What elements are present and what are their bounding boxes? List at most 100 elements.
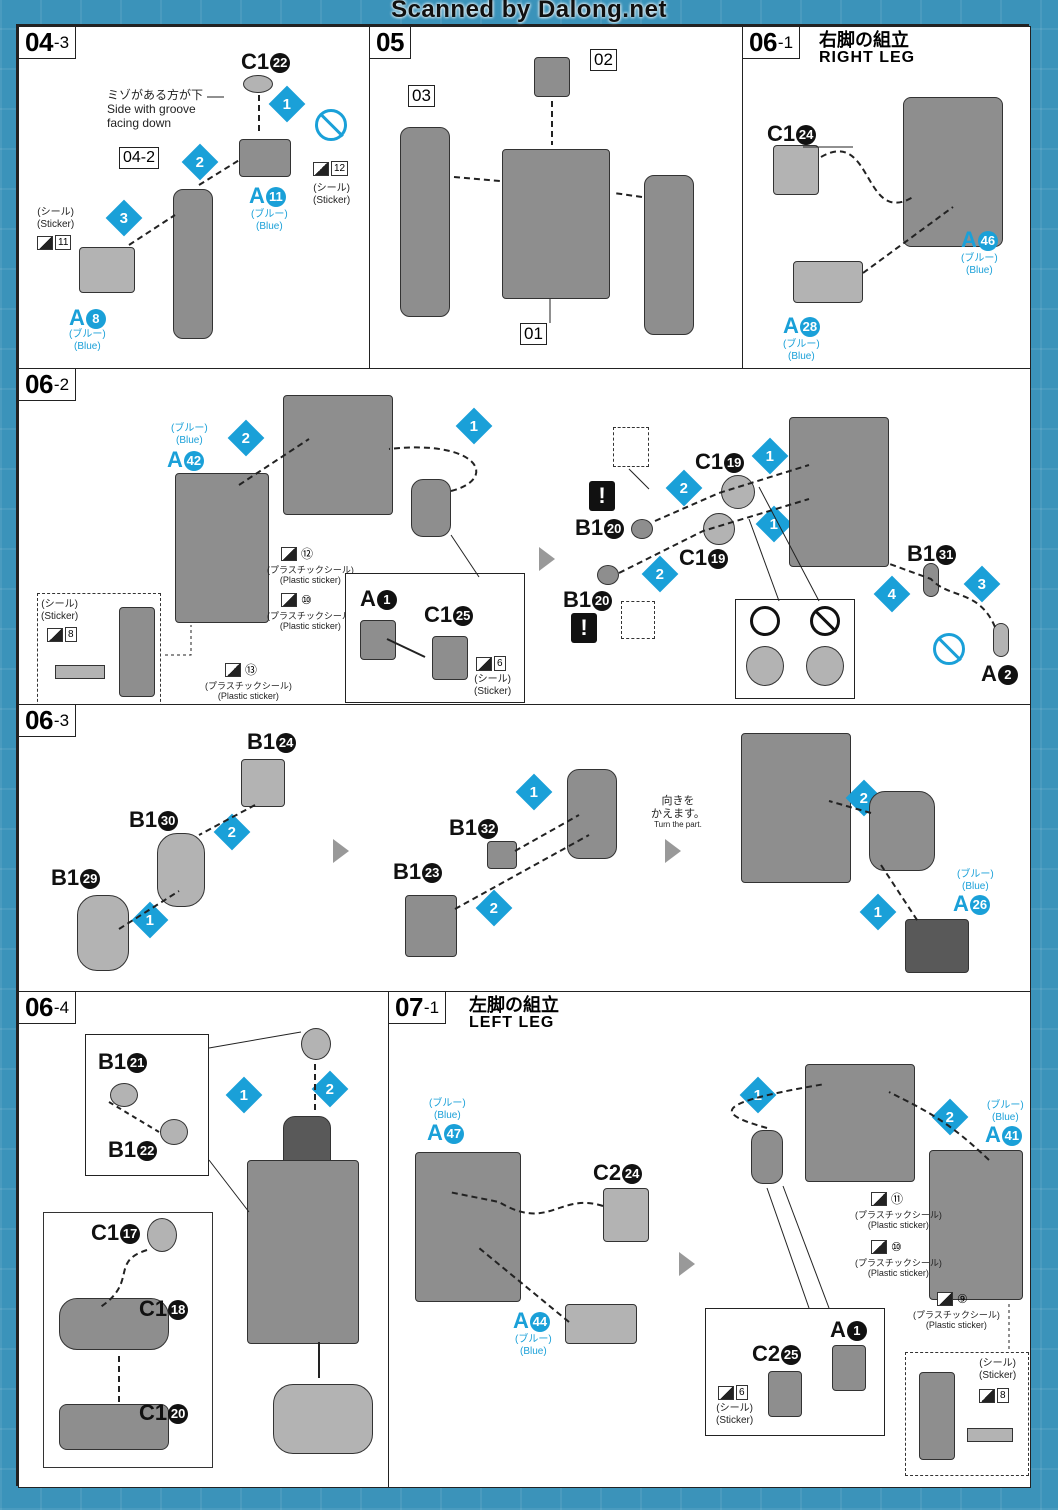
sticker-ref: 11 bbox=[37, 235, 72, 250]
step-number: 06-4 bbox=[19, 992, 77, 1024]
arm-part-shape bbox=[644, 175, 694, 335]
sticker-note: (シール)(Sticker) bbox=[37, 207, 75, 230]
color-note: (ブルー)(Blue) bbox=[515, 1334, 552, 1357]
part-shape bbox=[869, 791, 935, 871]
part-shape bbox=[768, 1371, 802, 1417]
sequence-marker: 1 bbox=[755, 505, 793, 543]
watermark: Scanned by Dalong.net bbox=[391, 0, 667, 23]
sticker-note: (シール)(Sticker) bbox=[41, 599, 79, 622]
step-number: 06-3 bbox=[19, 705, 77, 737]
sticker-ref: ⑫ bbox=[281, 547, 315, 561]
color-note: (ブルー)(Blue) bbox=[961, 253, 998, 276]
turn-note: 向きをかえます。Turn the part. bbox=[651, 795, 705, 830]
sequence-marker: 1 bbox=[131, 901, 169, 939]
sequence-marker: 3 bbox=[963, 565, 1001, 603]
sticker-note: (プラスチックシール)(Plastic sticker) bbox=[855, 1258, 942, 1279]
color-note: (ブルー)(Blue) bbox=[429, 1098, 466, 1121]
color-note: (ブルー)(Blue) bbox=[251, 209, 288, 232]
sequence-marker: 2 bbox=[931, 1098, 969, 1136]
torso-part-shape bbox=[502, 149, 610, 299]
part-shape bbox=[160, 1119, 188, 1145]
sequence-marker: 1 bbox=[859, 893, 897, 931]
leg-part-shape bbox=[173, 189, 213, 339]
sequence-marker: 1 bbox=[268, 85, 306, 123]
next-arrow-icon bbox=[539, 547, 555, 571]
peg-part-shape bbox=[631, 519, 653, 539]
sticker-note: (シール)(Sticker) bbox=[716, 1403, 754, 1426]
sticker-ref: 8 bbox=[47, 627, 77, 642]
part-shape bbox=[487, 841, 517, 869]
part-shape bbox=[773, 145, 819, 195]
sequence-marker: 1 bbox=[225, 1076, 263, 1114]
next-arrow-icon bbox=[665, 839, 681, 863]
part-shape bbox=[301, 1028, 331, 1060]
sticker-ref: ⑨ bbox=[937, 1292, 970, 1306]
arm-part-shape bbox=[400, 127, 450, 317]
sequence-marker: 1 bbox=[455, 407, 493, 445]
sticker-shape bbox=[55, 665, 105, 679]
sequence-marker: 1 bbox=[515, 773, 553, 811]
sequence-marker: 2 bbox=[227, 419, 265, 457]
color-note: (ブルー)(Blue) bbox=[957, 869, 994, 892]
sticker-shape bbox=[967, 1428, 1013, 1442]
sequence-marker: 1 bbox=[739, 1076, 777, 1114]
leg-part-shape bbox=[247, 1160, 359, 1344]
step-05: 05 02 03 01 bbox=[369, 26, 743, 369]
leg-part-shape bbox=[741, 733, 851, 883]
part-shape bbox=[157, 833, 205, 907]
sequence-marker: 2 bbox=[181, 143, 219, 181]
leg-part-shape bbox=[903, 97, 1003, 247]
sequence-marker: 3 bbox=[105, 199, 143, 237]
warning-box bbox=[621, 601, 655, 639]
part-shape bbox=[59, 1404, 169, 1450]
detail-box bbox=[43, 1212, 213, 1468]
peg-part-shape bbox=[597, 565, 619, 585]
part-shape bbox=[565, 1304, 637, 1344]
part-shape bbox=[119, 607, 155, 697]
part-shape bbox=[405, 895, 457, 957]
sticker-ref: 8 bbox=[979, 1388, 1009, 1403]
incorrect-icon bbox=[810, 606, 840, 636]
correct-icon bbox=[750, 606, 780, 636]
sticker-ref: ⑩ bbox=[871, 1240, 904, 1254]
sticker-ref: ⑩ bbox=[281, 593, 314, 607]
sticker-ref: 6 bbox=[476, 656, 506, 671]
leg-part-shape bbox=[929, 1150, 1023, 1300]
washer-part-shape bbox=[721, 475, 755, 509]
step-number: 04-3 bbox=[19, 27, 77, 59]
part-shape bbox=[832, 1345, 866, 1391]
part-shape bbox=[905, 919, 969, 973]
sticker-detail-box bbox=[37, 593, 161, 704]
part-shape bbox=[110, 1083, 138, 1107]
warning-icon: ! bbox=[571, 613, 597, 643]
sequence-marker: 2 bbox=[665, 469, 703, 507]
sticker-note: (シール)(Sticker) bbox=[313, 183, 351, 206]
no-glue-icon bbox=[315, 109, 347, 141]
leg-part-shape bbox=[175, 473, 269, 623]
